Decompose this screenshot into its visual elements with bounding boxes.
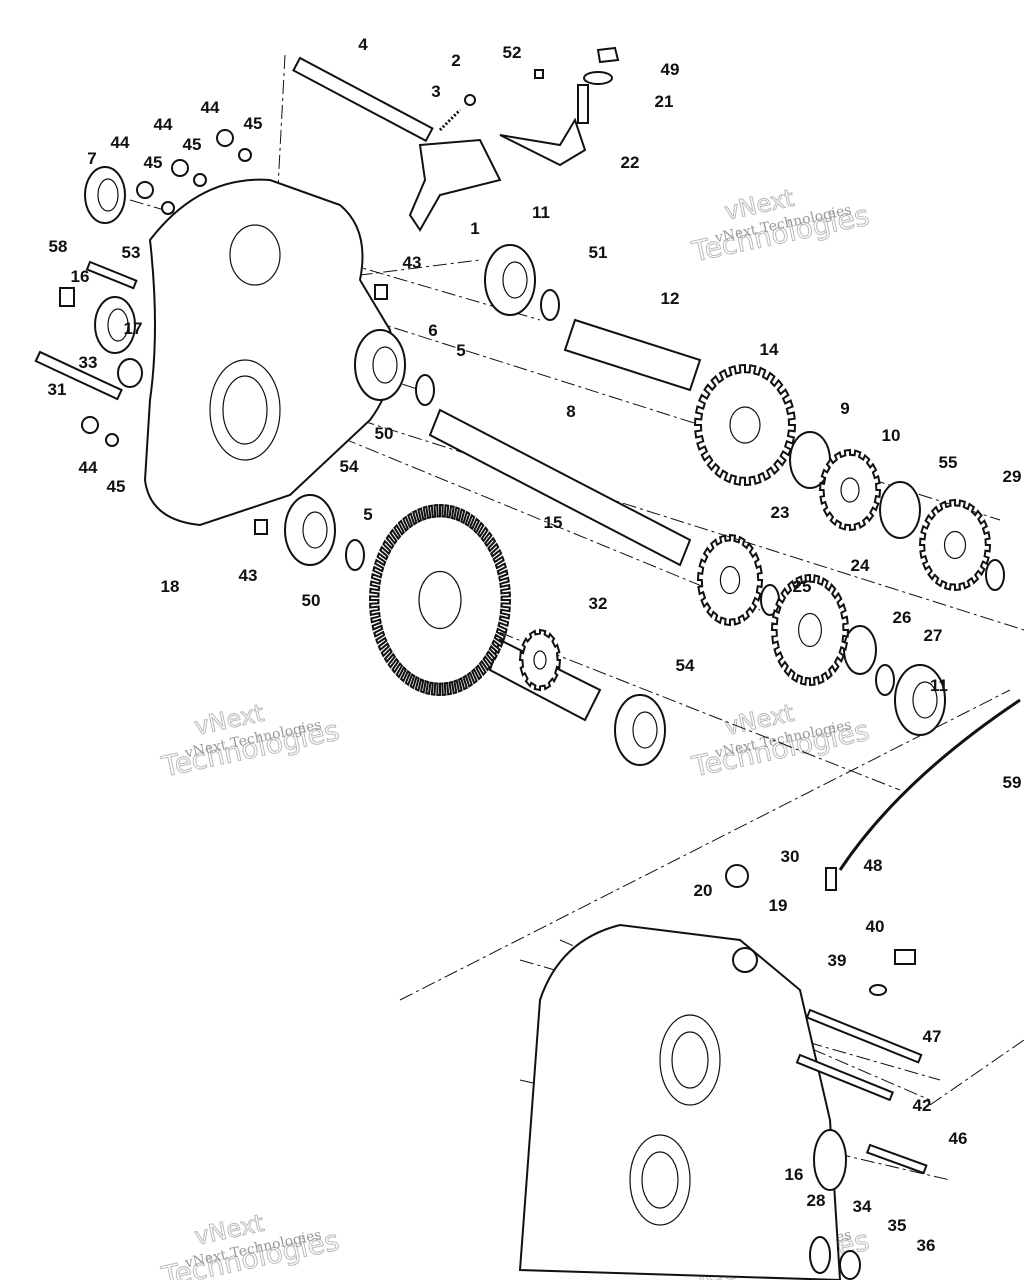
callout-55: 55 bbox=[939, 453, 958, 472]
callout-44: 44 bbox=[201, 98, 220, 117]
callout-49: 49 bbox=[661, 60, 680, 79]
callout-44: 44 bbox=[79, 458, 98, 477]
callout-29: 29 bbox=[1003, 467, 1022, 486]
gear-hub bbox=[840, 477, 860, 503]
callout-27: 27 bbox=[924, 626, 943, 645]
callout-45: 45 bbox=[144, 153, 163, 172]
callout-43: 43 bbox=[239, 566, 258, 585]
gear-hub bbox=[943, 530, 967, 560]
callout-12: 12 bbox=[661, 289, 680, 308]
callout-44: 44 bbox=[154, 115, 173, 134]
gear-hub bbox=[533, 650, 547, 670]
gear bbox=[693, 363, 797, 487]
gear bbox=[818, 448, 882, 532]
callout-4: 4 bbox=[358, 35, 368, 54]
callout-25: 25 bbox=[793, 577, 812, 596]
gear-hub bbox=[719, 565, 741, 595]
callout-1: 1 bbox=[470, 219, 479, 238]
gear bbox=[696, 533, 764, 627]
callout-17: 17 bbox=[124, 319, 143, 338]
callout-50: 50 bbox=[375, 424, 394, 443]
callout-6: 6 bbox=[428, 321, 437, 340]
callout-51: 51 bbox=[589, 243, 608, 262]
callout-2: 2 bbox=[451, 51, 460, 70]
callout-54: 54 bbox=[676, 656, 695, 675]
callout-31: 31 bbox=[48, 380, 67, 399]
gear bbox=[368, 503, 512, 697]
gear bbox=[770, 573, 850, 687]
callout-59: 59 bbox=[1003, 773, 1022, 792]
callout-10: 10 bbox=[882, 426, 901, 445]
callout-22: 22 bbox=[621, 153, 640, 172]
callout-33: 33 bbox=[79, 353, 98, 372]
callout-32: 32 bbox=[589, 594, 608, 613]
callout-34: 34 bbox=[853, 1197, 872, 1216]
callout-18: 18 bbox=[161, 577, 180, 596]
callout-21: 21 bbox=[655, 92, 674, 111]
callout-50: 50 bbox=[302, 591, 321, 610]
callout-5: 5 bbox=[456, 341, 465, 360]
callout-11: 11 bbox=[532, 203, 550, 222]
callout-35: 35 bbox=[888, 1216, 907, 1235]
callout-8: 8 bbox=[566, 402, 575, 421]
callout-7: 7 bbox=[87, 149, 96, 168]
gear-hub bbox=[418, 570, 462, 630]
callout-46: 46 bbox=[949, 1129, 968, 1148]
callout-48: 48 bbox=[864, 856, 883, 875]
callout-19: 19 bbox=[769, 896, 788, 915]
callout-53: 53 bbox=[122, 243, 141, 262]
callout-14: 14 bbox=[760, 340, 779, 359]
callout-26: 26 bbox=[893, 608, 912, 627]
parts bbox=[34, 46, 1021, 1280]
callout-28: 28 bbox=[807, 1191, 826, 1210]
gear bbox=[518, 628, 562, 692]
callout-39: 39 bbox=[828, 951, 847, 970]
gear bbox=[918, 498, 992, 592]
callout-3: 3 bbox=[431, 82, 440, 101]
callout-54: 54 bbox=[340, 457, 359, 476]
callout-9: 9 bbox=[840, 399, 849, 418]
callout-15: 15 bbox=[544, 513, 563, 532]
callout-45: 45 bbox=[183, 135, 202, 154]
callout-11: 11 bbox=[930, 676, 948, 695]
callout-16: 16 bbox=[71, 267, 90, 286]
callout-44: 44 bbox=[111, 133, 130, 152]
callout-47: 47 bbox=[923, 1027, 942, 1046]
gear-hub bbox=[729, 406, 761, 444]
gear-hub bbox=[797, 612, 822, 648]
callout-23: 23 bbox=[771, 503, 790, 522]
callout-20: 20 bbox=[694, 881, 713, 900]
callout-58: 58 bbox=[49, 237, 68, 256]
callout-16: 16 bbox=[785, 1165, 804, 1184]
callout-42: 42 bbox=[913, 1096, 932, 1115]
callout-30: 30 bbox=[781, 847, 800, 866]
callout-45: 45 bbox=[107, 477, 126, 496]
callout-45: 45 bbox=[244, 114, 263, 133]
callout-40: 40 bbox=[866, 917, 885, 936]
callout-36: 36 bbox=[917, 1236, 936, 1255]
callout-24: 24 bbox=[851, 556, 870, 575]
callout-52: 52 bbox=[503, 43, 522, 62]
callout-5: 5 bbox=[363, 505, 372, 524]
callout-43: 43 bbox=[403, 253, 422, 272]
